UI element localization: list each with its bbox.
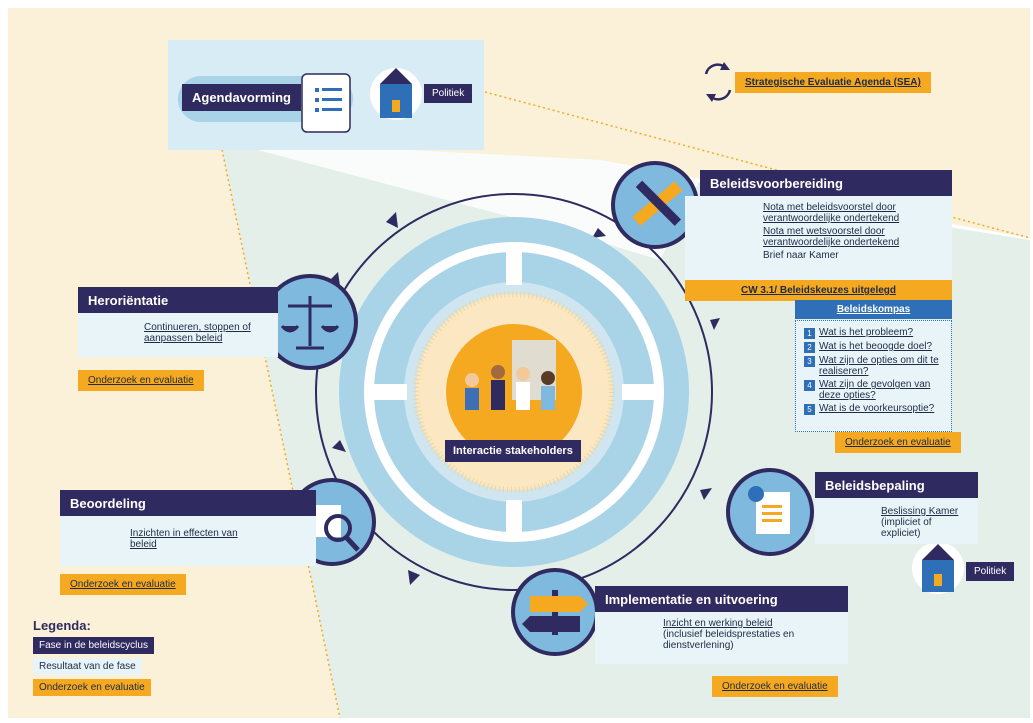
bepaling-politiek-tag: Politiek (966, 562, 1015, 581)
phase-beoordeling[interactable]: Beoordeling (60, 490, 316, 517)
legend-research: Onderzoek en evaluatie (33, 679, 151, 696)
pencil-ruler-icon (632, 180, 683, 226)
cycle-arrows (330, 212, 720, 585)
herorientatie-onderzoek-link[interactable]: Onderzoek en evaluatie (78, 370, 204, 391)
sea-link[interactable]: Strategische Evaluatie Agenda (SEA) (735, 72, 931, 93)
phase-beleidsvoorbereiding[interactable]: Beleidsvoorbereiding (700, 170, 952, 197)
result-wetsvoorstel[interactable]: Nota met wetsvoorstel door verantwoordel… (763, 226, 900, 248)
signpost-icon (522, 590, 588, 635)
phase-agendavorming[interactable]: Agendavorming (182, 84, 301, 111)
legend-result: Resultaat van de fase (33, 658, 142, 675)
result-brief: Brief naar Kamer (763, 250, 839, 261)
bepaling-results: Beslissing Kamer (impliciet of expliciet… (815, 498, 978, 544)
result-continueren[interactable]: Continueren, stoppen of aanpassen beleid (144, 322, 251, 344)
scales-icon (280, 296, 340, 350)
beoordeling-onderzoek-link[interactable]: Onderzoek en evaluatie (60, 574, 186, 595)
result-beslissing-note: (impliciet of expliciet) (881, 517, 932, 539)
center-label: Interactie stakeholders (445, 440, 581, 462)
implementatie-onderzoek-link[interactable]: Onderzoek en evaluatie (712, 676, 838, 697)
implementatie-results: Inzicht en werking beleid (inclusief bel… (595, 612, 848, 664)
herorientatie-results: Continueren, stoppen of aanpassen beleid (78, 313, 278, 357)
parliament-icon (370, 68, 422, 120)
stakeholders-icon (465, 340, 556, 410)
result-beslissing-kamer[interactable]: Beslissing Kamer (881, 506, 959, 517)
magnifier-icon (315, 505, 360, 552)
parliament-icon-2 (912, 542, 964, 594)
phase-herorientatie[interactable]: Heroriëntatie (78, 287, 278, 314)
legend-title: Legenda: (33, 618, 91, 633)
result-beleidsvoorstel[interactable]: Nota met beleidsvoorstel door verantwoor… (763, 202, 900, 224)
legend: Legenda: Fase in de beleidscyclus Result… (33, 618, 193, 700)
beoordeling-results: Inzichten in effecten van beleid (60, 516, 316, 566)
scroll-icon (301, 73, 351, 133)
kompas-title[interactable]: Beleidskompas (795, 300, 952, 319)
document-gear-icon (748, 486, 790, 534)
kompas-onderzoek-link[interactable]: Onderzoek en evaluatie (835, 432, 961, 453)
cycle-icon (704, 62, 732, 102)
phase-implementatie[interactable]: Implementatie en uitvoering (595, 586, 848, 613)
legend-phase: Fase in de beleidscyclus (33, 637, 154, 654)
result-inzichten-effecten[interactable]: Inzichten in effecten van beleid (130, 528, 238, 550)
cw-link[interactable]: CW 3.1/ Beleidskeuzes uitgelegd (685, 280, 952, 301)
agenda-politiek-tag: Politiek (424, 84, 473, 103)
voorbereiding-results: Nota met beleidsvoorstel door verantwoor… (685, 196, 952, 280)
phase-beleidsbepaling[interactable]: Beleidsbepaling (815, 472, 978, 499)
result-inzicht-note: (inclusief beleidsprestaties en dienstve… (663, 629, 795, 651)
result-inzicht-werking[interactable]: Inzicht en werking beleid (663, 618, 773, 629)
